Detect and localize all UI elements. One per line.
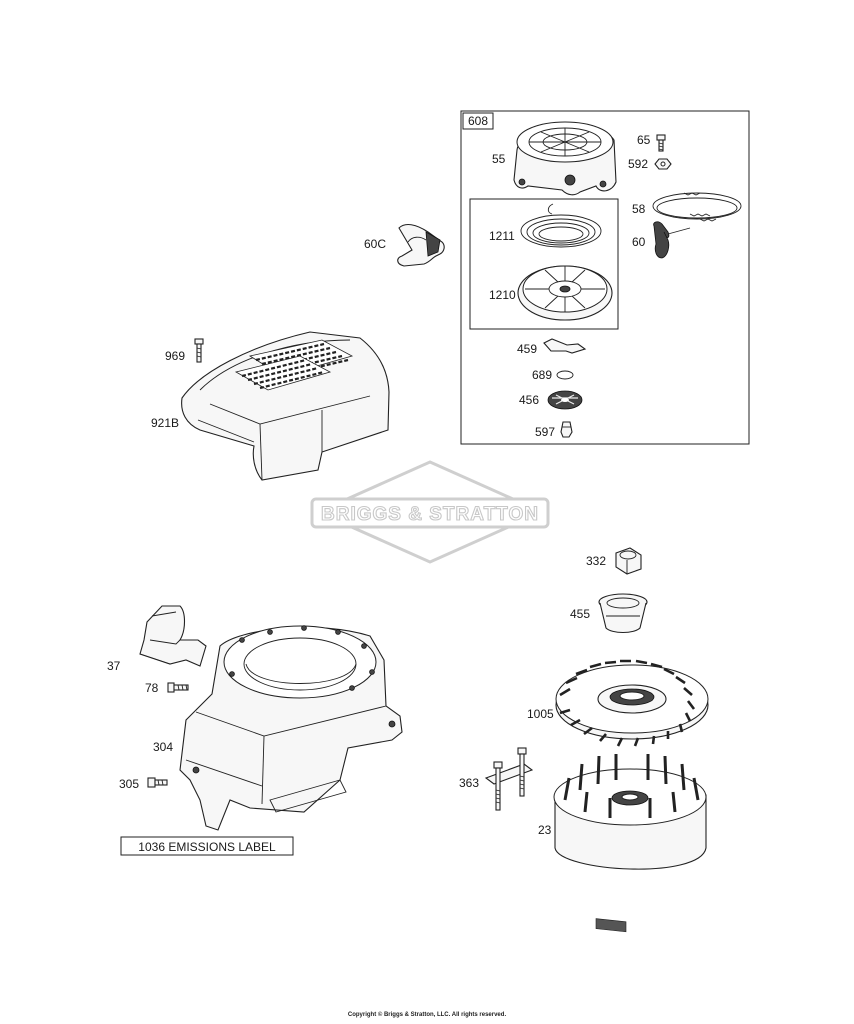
part-78-screw	[167, 682, 189, 693]
label-304: 304	[153, 740, 173, 754]
label-608: 608	[468, 114, 488, 128]
part-60C-rope-guide	[397, 223, 445, 267]
part-55-starter-housing	[513, 121, 617, 196]
pulley-subgroup-box	[469, 198, 619, 330]
label-689: 689	[532, 368, 552, 382]
part-456-retainer	[547, 390, 583, 410]
label-459: 459	[517, 342, 537, 356]
label-60: 60	[632, 235, 646, 249]
label-363: 363	[459, 776, 479, 790]
label-65: 65	[637, 133, 651, 147]
part-304-blower-housing	[179, 625, 403, 831]
label-37: 37	[107, 659, 121, 673]
part-1211-rewind-spring	[520, 203, 602, 248]
label-456: 456	[519, 393, 539, 407]
part-459-starter-dog	[543, 338, 587, 354]
label-969: 969	[165, 349, 185, 363]
part-592-nut	[654, 158, 672, 170]
part-23-flywheel	[553, 754, 707, 933]
part-1210-starter-pulley	[517, 265, 613, 321]
copyright-notice: Copyright © Briggs & Stratton, LLC. All …	[347, 1012, 507, 1018]
part-58-starter-rope	[652, 192, 742, 222]
label-332: 332	[586, 554, 606, 568]
part-455-starter-cup	[598, 593, 648, 634]
label-597: 597	[535, 425, 555, 439]
part-305-screw	[147, 777, 168, 788]
label-1005: 1005	[527, 707, 554, 721]
part-37-air-guide	[139, 605, 207, 667]
part-689-spring	[556, 370, 574, 380]
label-60C: 60C	[364, 237, 386, 251]
part-60-starter-handle	[653, 221, 691, 259]
brand-watermark: BRIGGS & STRATTON	[310, 460, 550, 564]
part-332-flywheel-nut	[615, 547, 642, 575]
part-1005-flywheel-fan	[555, 659, 709, 747]
part-65-screw	[656, 134, 666, 152]
fan-blades	[559, 659, 696, 747]
label-78: 78	[145, 681, 159, 695]
part-921B-blower-cover	[181, 331, 390, 481]
label-455: 455	[570, 607, 590, 621]
emissions-label-text: 1036 EMISSIONS LABEL	[138, 840, 276, 854]
part-597-screw	[560, 421, 573, 438]
label-55: 55	[492, 152, 506, 166]
label-58: 58	[632, 202, 646, 216]
label-305: 305	[119, 777, 139, 791]
label-592: 592	[628, 157, 648, 171]
part-969-screw	[194, 338, 204, 363]
label-23: 23	[538, 823, 552, 837]
flywheel-decal	[595, 918, 627, 933]
label-1211: 1211	[489, 229, 515, 243]
cover-grille	[234, 339, 354, 391]
part-608-tag	[462, 112, 494, 130]
label-921B: 921B	[151, 416, 179, 430]
rewind-starter-group-box	[460, 110, 750, 445]
part-363-bolts	[484, 747, 534, 811]
label-1210: 1210	[489, 288, 516, 302]
emissions-label-box: 1036 EMISSIONS LABEL	[120, 836, 294, 856]
watermark-text: BRIGGS & STRATTON	[321, 504, 539, 525]
